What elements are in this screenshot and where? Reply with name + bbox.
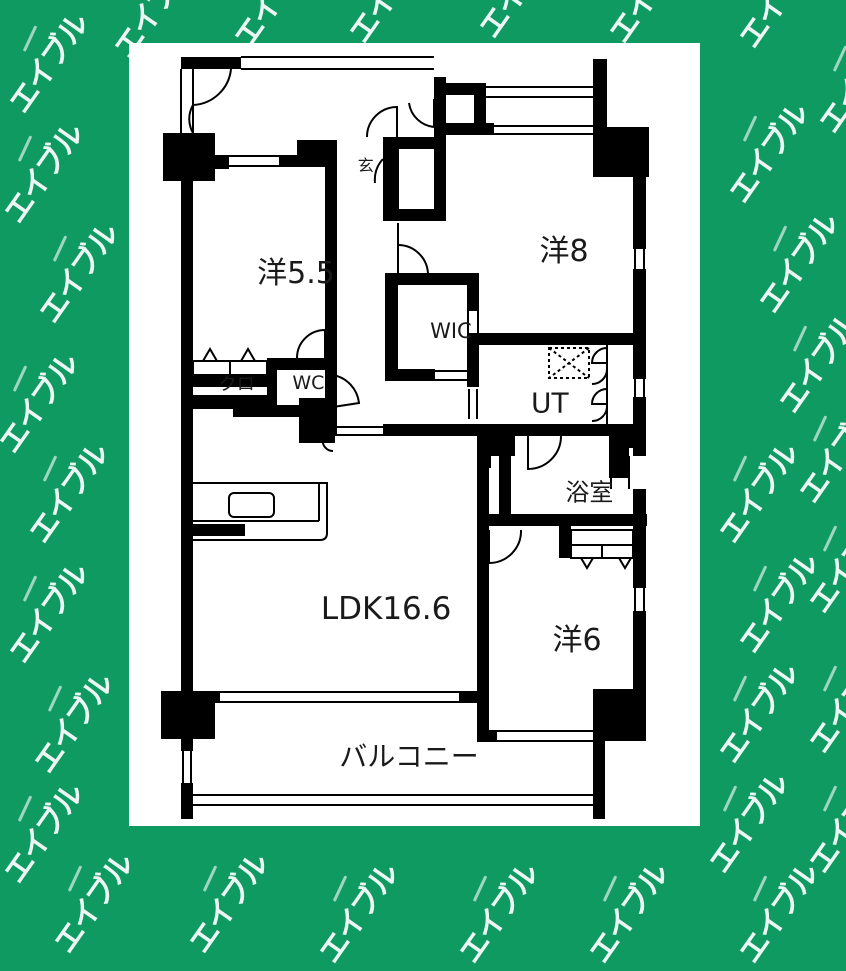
watermark-logo: エイブル xyxy=(26,214,126,331)
room-label-ldk: LDK16.6 xyxy=(320,591,452,627)
room-label-bathroom: 浴室 xyxy=(565,478,614,507)
room-label-balcony: バルコニー xyxy=(339,740,479,773)
watermark-logo: エイブル xyxy=(716,94,816,211)
watermark-logo: エイブル xyxy=(696,764,796,881)
watermark-logo: エイブル xyxy=(41,844,141,961)
watermark-logo: エイブル xyxy=(306,854,406,971)
room-label-utility: UT xyxy=(530,386,569,420)
room-label-western-6: 洋6 xyxy=(552,623,602,658)
watermark-logo: エイブル xyxy=(446,854,546,971)
watermark-logo: エイブル xyxy=(21,664,121,781)
watermark-logo: エイブル xyxy=(726,0,826,55)
watermark-logo: エイブル xyxy=(766,304,846,421)
watermark-logo: エイブル xyxy=(0,114,91,231)
watermark-logo: エイブル xyxy=(706,434,806,551)
watermark-logo: エイブル xyxy=(746,204,846,321)
watermark-logo: エイブル xyxy=(176,844,276,961)
watermark-logo: エイブル xyxy=(796,644,846,761)
room-label-entrance: 玄 xyxy=(357,156,374,175)
watermark-logo: エイブル xyxy=(706,654,806,771)
watermark-logo: エイブル xyxy=(726,854,826,971)
room-label-western-5-5: 洋5.5 xyxy=(257,256,335,291)
watermark-logo: エイブル xyxy=(576,854,676,971)
watermark-logo: エイブル xyxy=(0,4,96,121)
watermark-logo: エイブル xyxy=(0,554,96,671)
room-label-western-8: 洋8 xyxy=(539,234,589,269)
watermark-logo: エイブル xyxy=(16,434,116,551)
room-label-closet: クロ xyxy=(218,374,255,395)
room-label-toilet: WC xyxy=(292,372,325,394)
room-label-walk-in-closet: WIC xyxy=(430,319,472,343)
watermark-logo: エイブル xyxy=(466,0,566,45)
floor-plan-drawing xyxy=(161,56,649,819)
